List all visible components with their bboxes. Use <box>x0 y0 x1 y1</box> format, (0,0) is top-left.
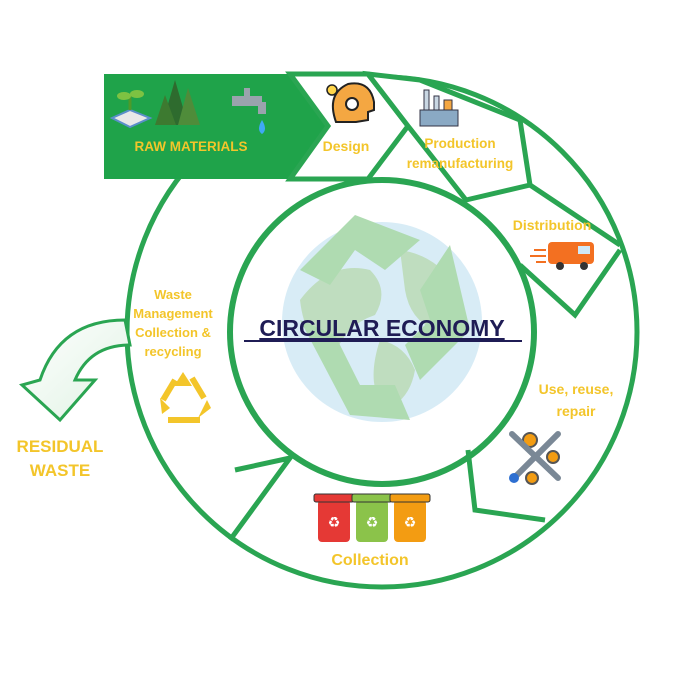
head-lightbulb-icon <box>326 82 375 123</box>
divider-waste <box>227 454 296 542</box>
divider-use <box>518 248 623 319</box>
diagram-title: CIRCULAR ECONOMY <box>259 315 504 341</box>
divider-distribution <box>528 182 622 248</box>
truck-icon <box>530 242 594 270</box>
recycle-bins-icon: ♻ ♻ ♻ <box>313 493 431 542</box>
waste-label-4: recycling <box>144 344 201 359</box>
factory-icon <box>419 89 459 127</box>
globe-recycle-icon <box>282 215 482 422</box>
svg-text:♻: ♻ <box>404 514 417 530</box>
design-label: Design <box>323 138 370 154</box>
production-label-2: remanufacturing <box>407 156 514 171</box>
waste-label-2: Management <box>133 306 213 321</box>
trees-icon <box>155 80 200 125</box>
svg-text:♻: ♻ <box>328 514 341 530</box>
residual-label-2: WASTE <box>30 461 90 480</box>
use-label-2: repair <box>557 403 596 419</box>
production-label-1: Production <box>424 136 495 151</box>
recycle-icon <box>160 372 211 423</box>
distribution-label: Distribution <box>513 217 592 233</box>
inner-ring <box>227 177 537 487</box>
water-tap-icon <box>232 88 266 134</box>
tools-icon <box>509 431 561 485</box>
raw-materials-label: RAW MATERIALS <box>135 139 248 154</box>
waste-label-1: Waste <box>154 287 192 302</box>
seedling-icon <box>109 90 153 129</box>
use-label-1: Use, reuse, <box>539 381 614 397</box>
svg-text:♻: ♻ <box>366 514 379 530</box>
waste-label-3: Collection & <box>135 325 211 340</box>
residual-waste-arrow <box>19 318 132 423</box>
collection-label: Collection <box>331 552 408 569</box>
residual-label-1: RESIDUAL <box>17 437 104 456</box>
divider-collection <box>465 449 546 523</box>
